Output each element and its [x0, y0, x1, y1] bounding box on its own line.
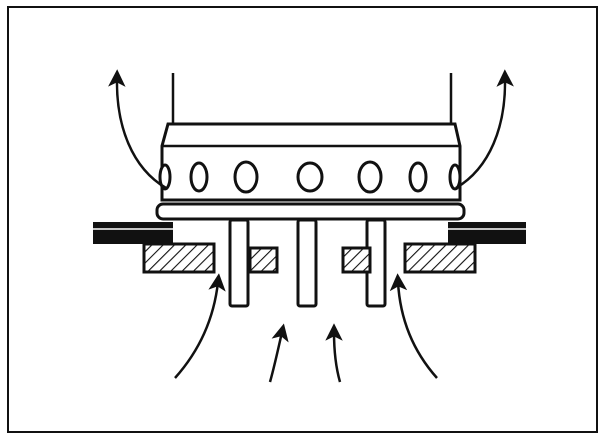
vent-hole-2	[189, 161, 209, 193]
inflow-arrow-left	[174, 273, 226, 379]
inflow-arrow-center-right	[325, 323, 343, 383]
socket-blocks	[142, 242, 477, 274]
vent-hole-6	[408, 161, 428, 193]
inflow-arrow-center-left	[268, 323, 289, 383]
inflow-arrow-right	[389, 273, 438, 379]
mounting-plate-left	[93, 222, 173, 244]
airflow-arrows	[108, 69, 514, 383]
socket-block-2	[248, 246, 279, 274]
pin-2	[296, 218, 318, 308]
vent-hole-5	[357, 160, 383, 194]
vent-hole-4	[296, 161, 324, 193]
pin-1	[228, 218, 250, 308]
outer-border	[7, 6, 598, 433]
socket-block-1	[142, 242, 216, 274]
outflow-arrow-left	[108, 69, 167, 190]
socket-block-4	[403, 242, 477, 274]
vent-hole-7	[448, 163, 462, 191]
vent-hole-1	[158, 163, 172, 191]
socket-block-3	[341, 246, 372, 274]
outflow-arrow-right	[455, 69, 514, 190]
vent-hole-3	[233, 160, 259, 194]
vent-holes	[158, 160, 462, 194]
mounting-plate-right	[448, 222, 526, 244]
housing-base-flange	[155, 202, 466, 221]
